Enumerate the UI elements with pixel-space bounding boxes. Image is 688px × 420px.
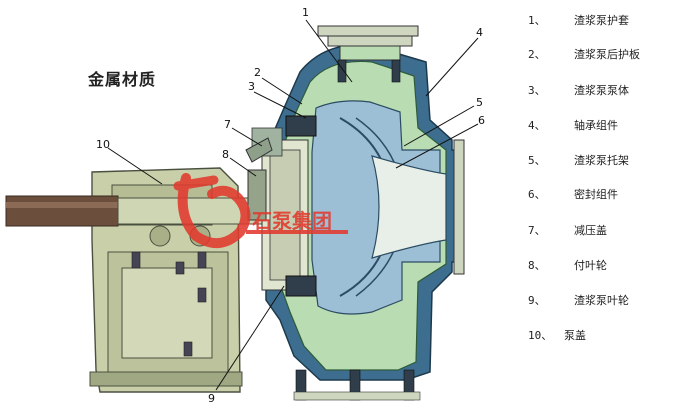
- callout-7: 7: [224, 118, 231, 131]
- casing-bolts: [293, 59, 421, 401]
- pump-shaft: [5, 195, 269, 227]
- material-title: 金属材质: [88, 70, 157, 89]
- callout-3: 3: [248, 80, 255, 93]
- watermark-text: 石泵集团: [251, 209, 332, 233]
- watermark-logo: 石泵集团: [173, 173, 348, 248]
- callout-8: 8: [222, 148, 229, 161]
- callout-1: 1: [302, 6, 309, 19]
- callout-6: 6: [478, 114, 485, 127]
- callout-labels: 1 2 3 4 5 6 7 8 9 10: [96, 6, 485, 405]
- callout-5: 5: [476, 96, 483, 109]
- callout-2: 2: [254, 66, 261, 79]
- callout-4: 4: [476, 26, 483, 39]
- callout-leaders: [107, 19, 479, 391]
- impeller: [311, 100, 447, 315]
- callout-9: 9: [208, 392, 215, 405]
- stuffing-box: [245, 115, 317, 297]
- callout-10: 10: [96, 138, 110, 151]
